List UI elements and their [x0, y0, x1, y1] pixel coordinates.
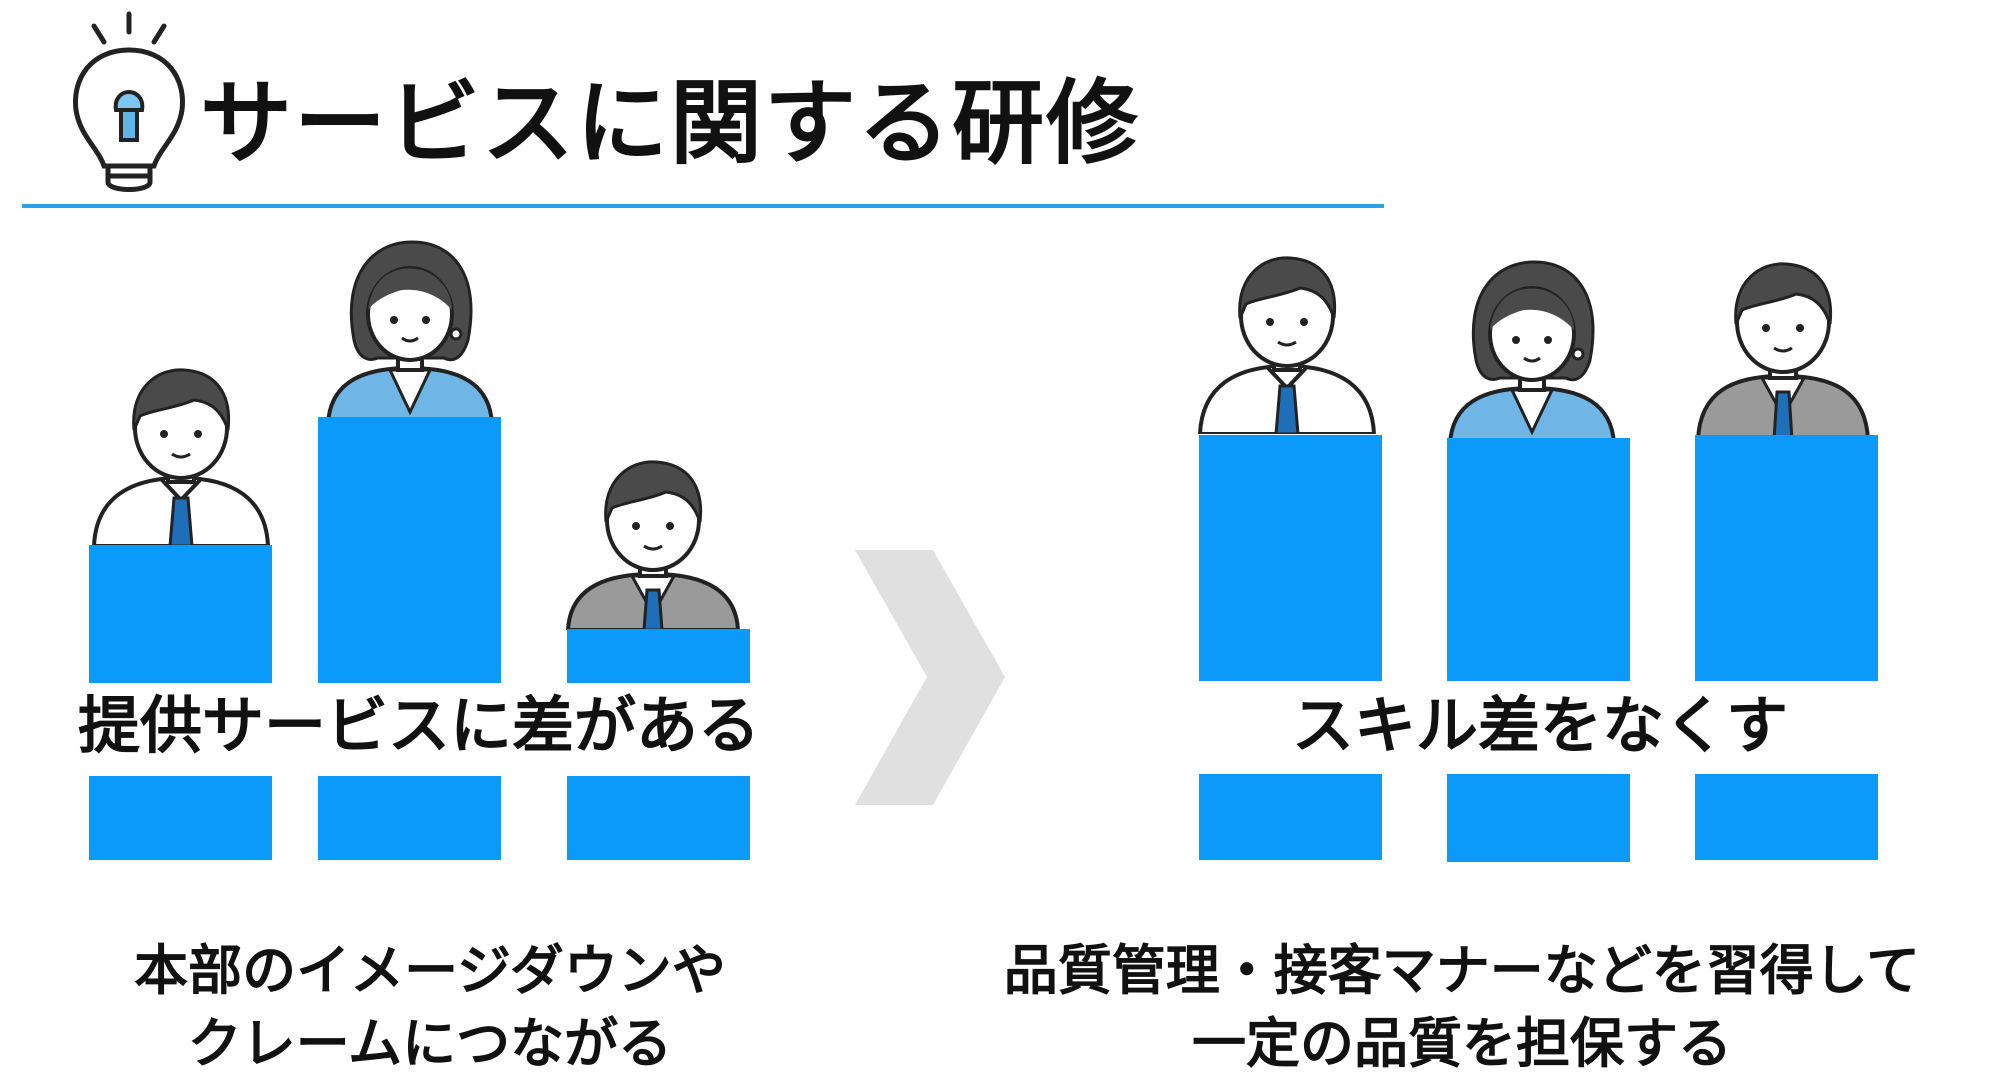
person-man-gray-jacket-left: [565, 460, 741, 630]
right-description-line-1: 品質管理・接客マナーなどを習得して: [1003, 939, 1921, 1002]
person-woman-blue-jacket-right: [1447, 260, 1617, 444]
left-lower-block-3: [567, 776, 750, 860]
lightbulb-icon: [73, 11, 185, 192]
person-man-gray-jacket-right: [1695, 262, 1871, 440]
person-man-white-shirt-left: [91, 368, 271, 546]
title-underline: [22, 204, 1384, 208]
left-upper-block-2: [318, 417, 501, 683]
left-upper-block-1: [89, 545, 272, 683]
person-woman-blue-jacket-left: [325, 240, 495, 424]
left-caption: 提供サービスに差がある: [77, 689, 760, 762]
right-caption: スキル差をなくす: [1291, 689, 1788, 762]
right-upper-block-1: [1199, 435, 1382, 681]
chevron-right-icon: [855, 550, 1005, 805]
left-upper-block-3: [567, 629, 750, 683]
right-lower-block-2: [1447, 774, 1630, 862]
right-lower-block-1: [1199, 774, 1382, 860]
right-description-line-2: 一定の品質を担保する: [1192, 1011, 1732, 1075]
right-lower-block-3: [1695, 774, 1878, 860]
person-man-white-shirt-right: [1197, 256, 1377, 434]
left-description: 本部のイメージダウンや クレームにつながる: [40, 935, 820, 1081]
left-lower-block-2: [318, 776, 501, 860]
right-description: 品質管理・接客マナーなどを習得して 一定の品質を担保する: [930, 935, 1994, 1081]
right-upper-block-2: [1447, 438, 1630, 681]
left-description-line-2: クレームにつながる: [187, 1011, 673, 1075]
left-description-line-1: 本部のイメージダウンや: [134, 939, 726, 1002]
page-title: サービスに関する研修: [200, 70, 1141, 177]
left-lower-block-1: [89, 776, 272, 860]
right-upper-block-3: [1695, 435, 1878, 681]
